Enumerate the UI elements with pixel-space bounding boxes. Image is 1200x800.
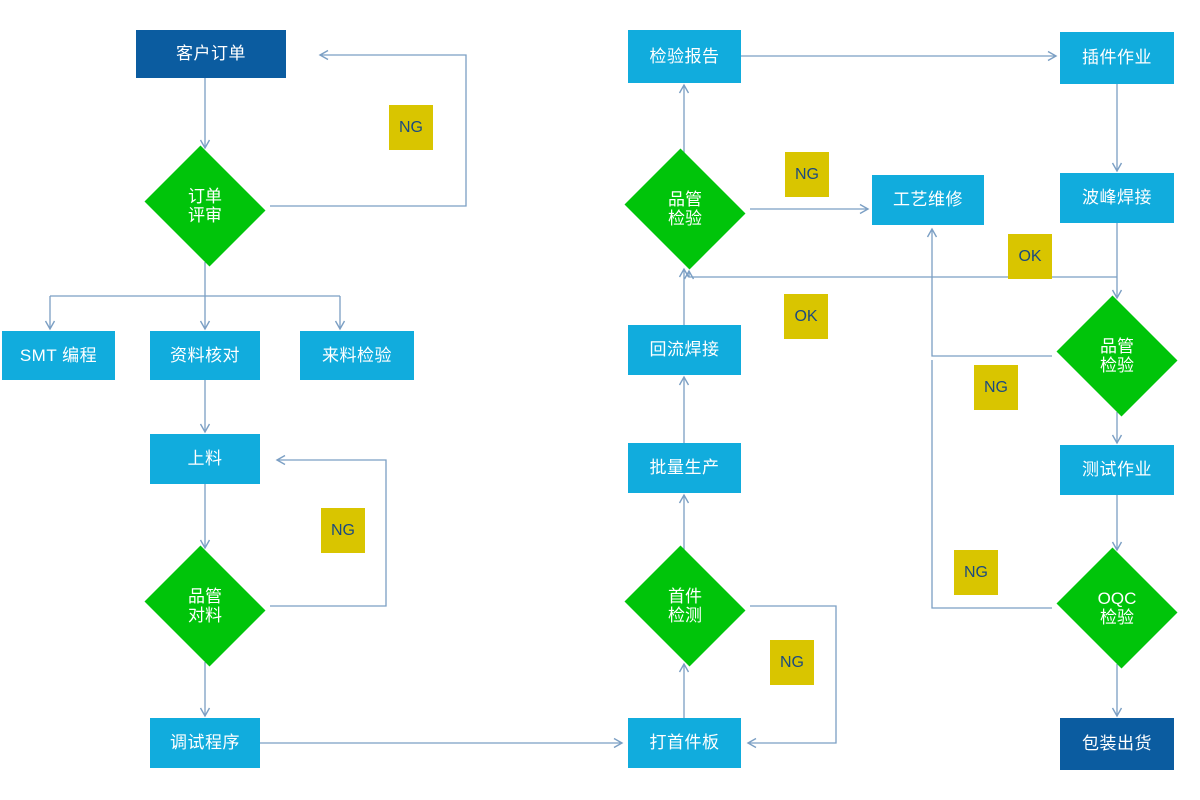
node-label: 打首件板 (649, 733, 720, 753)
node-label: OQC 检验 (1097, 588, 1137, 627)
edge-label-ng-qc-material: NG (321, 508, 365, 553)
node-process-repair[interactable]: 工艺维修 (872, 175, 984, 225)
edge-label-ok-wave-qc: OK (1008, 234, 1052, 279)
node-label: 上料 (187, 449, 223, 469)
node-label: 检验报告 (649, 46, 720, 66)
node-oqc-inspection[interactable]: OQC 检验 (1052, 547, 1182, 669)
node-label: 资料核对 (170, 345, 240, 365)
edge-label-ng-first-article: NG (770, 640, 814, 685)
node-label: 品管 检验 (668, 189, 702, 228)
node-insertion-work[interactable]: 插件作业 (1060, 32, 1174, 84)
node-label: 回流焊接 (649, 340, 720, 360)
node-first-article-test[interactable]: 首件 检测 (620, 545, 750, 667)
node-qc-inspection-mid[interactable]: 品管 检验 (620, 148, 750, 270)
node-qc-inspection-right[interactable]: 品管 检验 (1052, 295, 1182, 417)
node-incoming-inspection[interactable]: 来料检验 (300, 331, 414, 380)
node-label: 波峰焊接 (1082, 188, 1152, 208)
wire-ok-return-to-qc-mid (683, 269, 1117, 280)
node-label: 来料检验 (322, 345, 392, 365)
node-label: 品管 检验 (1100, 336, 1134, 375)
node-order-review[interactable]: 订单 评审 (140, 145, 270, 267)
edge-label-ok-qc-mid: OK (784, 294, 828, 339)
node-customer-order[interactable]: 客户订单 (136, 30, 286, 78)
edge-label-ng-qc-mid: NG (785, 152, 829, 197)
node-packing-shipment[interactable]: 包装出货 (1060, 718, 1174, 770)
node-wave-soldering[interactable]: 波峰焊接 (1060, 173, 1174, 223)
node-smt-programming[interactable]: SMT 编程 (2, 331, 115, 380)
node-label: 批量生产 (649, 458, 720, 478)
node-qc-material-check[interactable]: 品管 对料 (140, 545, 270, 667)
node-label: 调试程序 (170, 733, 240, 753)
edge-label-ng-qc-right: NG (974, 365, 1018, 410)
edge-label-ng-oqc: NG (954, 550, 998, 595)
node-reflow-soldering[interactable]: 回流焊接 (628, 325, 741, 375)
node-label: 首件 检测 (668, 586, 702, 625)
wire-order-review-ng-to-customer-order (270, 49, 467, 207)
node-label: SMT 编程 (19, 345, 98, 365)
node-label: 客户订单 (176, 44, 246, 64)
node-label: 包装出货 (1082, 734, 1152, 754)
node-label: 订单 评审 (188, 186, 222, 225)
node-data-verification[interactable]: 资料核对 (150, 331, 260, 380)
node-loading[interactable]: 上料 (150, 434, 260, 484)
node-label: 品管 对料 (188, 586, 222, 625)
wire-order-review-fanout-trunk (50, 262, 340, 297)
node-inspection-report[interactable]: 检验报告 (628, 30, 741, 83)
node-label: 工艺维修 (893, 190, 963, 210)
node-label: 插件作业 (1082, 48, 1152, 68)
edge-label-ng-order-review: NG (389, 105, 433, 150)
node-debug-program[interactable]: 调试程序 (150, 718, 260, 768)
node-mass-production[interactable]: 批量生产 (628, 443, 741, 493)
node-first-article-board[interactable]: 打首件板 (628, 718, 741, 768)
node-test-work[interactable]: 测试作业 (1060, 445, 1174, 495)
node-label: 测试作业 (1082, 460, 1152, 480)
